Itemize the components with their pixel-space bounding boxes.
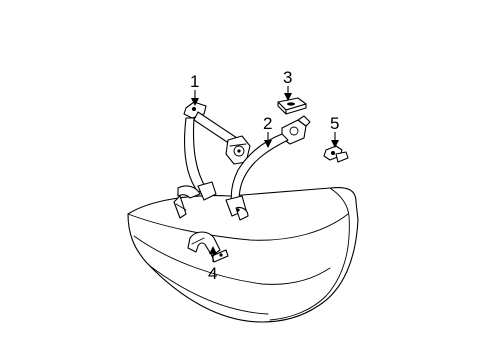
callout-4-label: 4 [208,264,217,283]
callout-3-label: 3 [283,68,292,87]
callout-2-label: 2 [263,114,272,133]
part-1-seat-belt-assembly [173,101,251,219]
callout-5-label: 5 [330,114,339,133]
callout-leaders [191,86,339,262]
part-5-bolt [323,145,349,163]
rear-seat-cushion [127,186,359,323]
callout-1-label: 1 [190,72,199,91]
part-3-clip [277,97,307,115]
part-2-seat-belt-assembly [225,115,311,221]
